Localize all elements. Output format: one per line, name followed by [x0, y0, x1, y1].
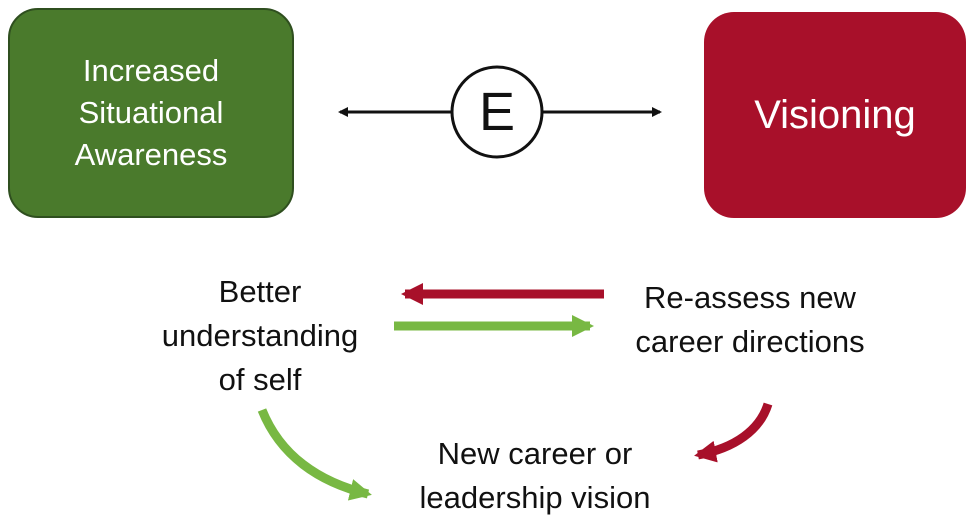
- better-understanding-label: Better understanding of self: [161, 274, 359, 397]
- box-right-label: Visioning: [754, 92, 916, 137]
- box-left-label: Increased Situational Awareness: [74, 53, 228, 172]
- increased-situational-awareness-box: Increased Situational Awareness: [8, 8, 294, 218]
- arrow-self-to-vision: [257, 408, 372, 501]
- reassess-directions-label: Re-assess new career directions: [635, 280, 865, 359]
- e-circle: [450, 65, 544, 159]
- e-circle-label: E: [478, 82, 516, 142]
- arrow-reassess-to-vision: [694, 402, 773, 463]
- new-vision-label: New career or leadership vision: [419, 436, 651, 515]
- visioning-box: Visioning: [704, 12, 966, 218]
